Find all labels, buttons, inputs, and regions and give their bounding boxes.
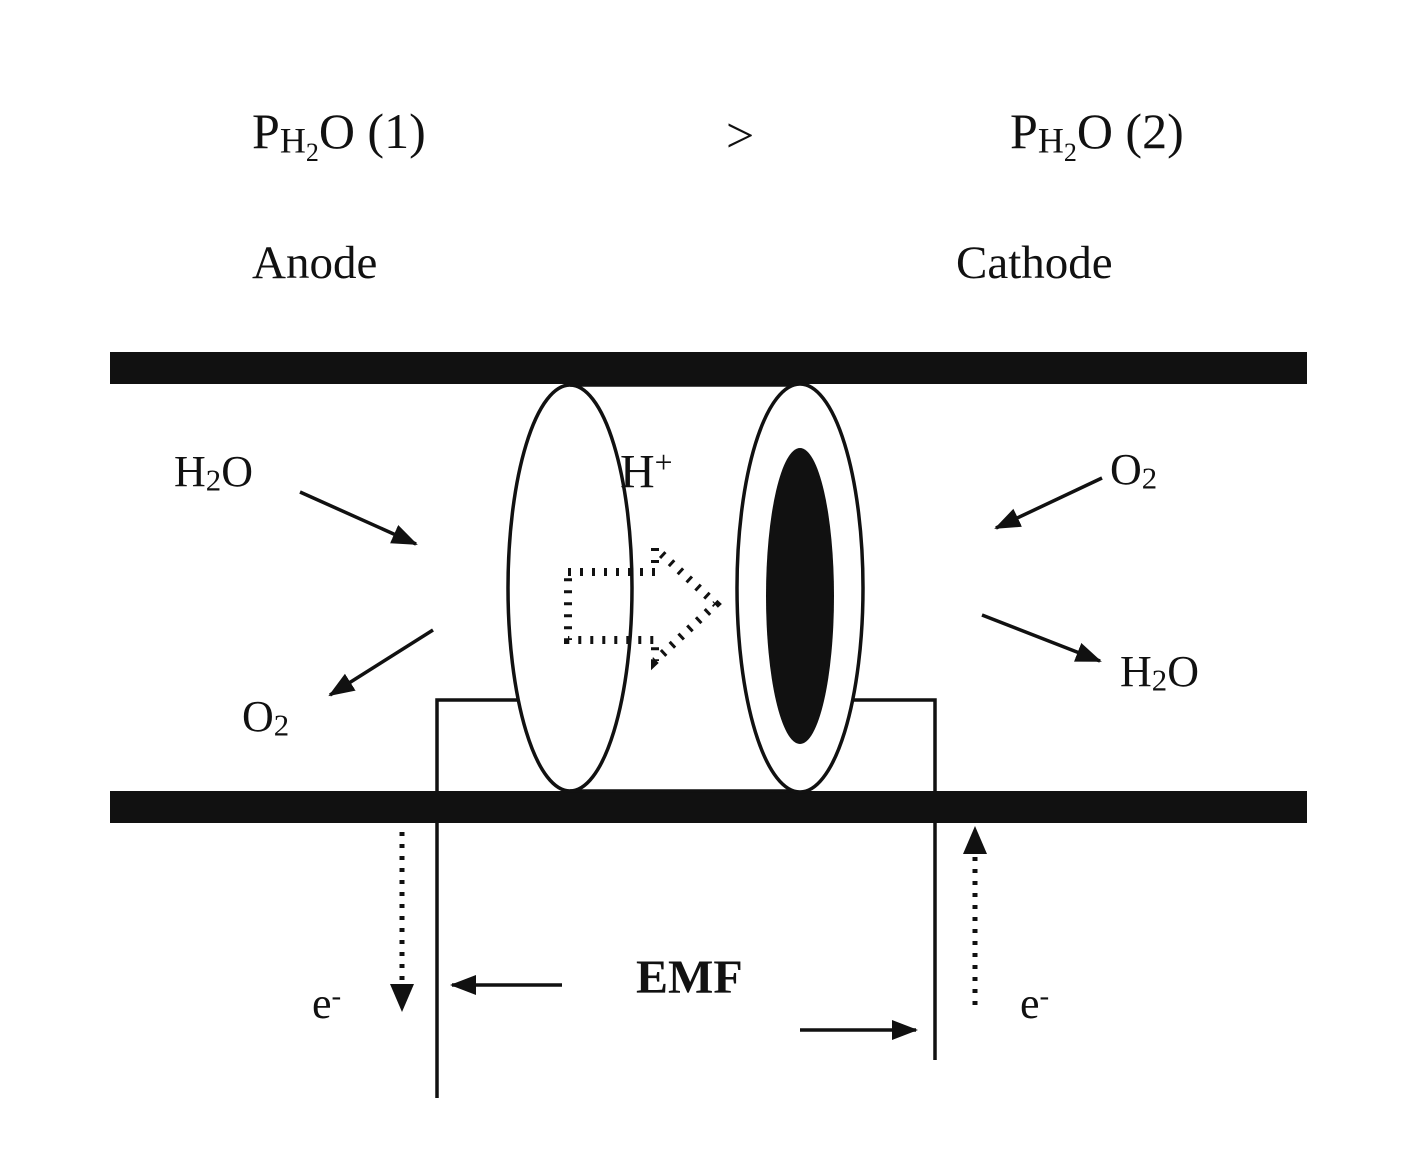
pressure-left-rest: O (1): [318, 103, 426, 159]
emf-text: EMF: [636, 951, 743, 1004]
pressure-right-rest: O (2): [1076, 103, 1184, 159]
proton-h: H: [620, 445, 655, 499]
electron-left-charge: -: [331, 979, 342, 1012]
anode-label: Anode: [252, 237, 378, 290]
h2o-left-arrow-icon: [299, 490, 418, 546]
pressure-left-label: PH2O (1): [252, 104, 426, 168]
electrolyte-cylinder-bore: [766, 448, 834, 744]
proton-charge: +: [654, 445, 673, 480]
o2-right-o: O: [1110, 445, 1142, 494]
h2o-left-label: H2O: [174, 447, 253, 498]
electron-right-label: e-: [1020, 979, 1050, 1028]
electron-right-charge: -: [1039, 979, 1050, 1012]
pressure-left-sub2: 2: [305, 138, 319, 167]
pressure-relation-sign: >: [726, 108, 754, 163]
o2-right-sub: 2: [1141, 461, 1158, 496]
proton-flux-arrow-icon: [564, 538, 722, 671]
electron-left-e: e: [312, 979, 332, 1028]
h2o-right-o: O: [1167, 647, 1199, 696]
o2-left-arrow-icon: [328, 628, 434, 697]
electron-left-label: e-: [312, 979, 342, 1028]
pressure-left-symbol: P: [252, 103, 280, 159]
electron-flow-down-arrowhead-icon: [390, 984, 414, 1012]
bottom-electrode-bar: [110, 791, 1307, 823]
o2-right-label: O2: [1110, 445, 1158, 496]
h2o-right-h: H: [1120, 647, 1152, 696]
o2-left-label: O2: [242, 692, 290, 743]
h2o-left-h: H: [174, 447, 206, 496]
proton-label: H+: [620, 445, 673, 499]
h2o-right-sub: 2: [1151, 663, 1168, 698]
pressure-left-h: H: [279, 120, 306, 161]
electrolyte-cylinder-back-face: [506, 383, 634, 793]
h2o-right-arrow-icon: [981, 613, 1102, 663]
h2o-right-label: H2O: [1120, 647, 1199, 698]
electron-right-e: e: [1020, 979, 1040, 1028]
o2-left-o: O: [242, 692, 274, 741]
pressure-right-h: H: [1037, 120, 1064, 161]
o2-right-arrow-icon: [994, 476, 1103, 530]
electron-flow-up-arrowhead-icon: [963, 826, 987, 854]
cathode-text: Cathode: [956, 237, 1113, 289]
cathode-label: Cathode: [956, 237, 1113, 290]
pressure-right-symbol: P: [1010, 103, 1038, 159]
anode-text: Anode: [252, 237, 378, 289]
emf-label: EMF: [636, 951, 743, 1005]
pressure-right-sub2: 2: [1063, 138, 1077, 167]
greater-than-sign: >: [726, 107, 755, 163]
h2o-left-o: O: [221, 447, 253, 496]
pressure-right-label: PH2O (2): [1010, 104, 1184, 168]
o2-left-sub: 2: [273, 708, 290, 743]
top-electrode-bar: [110, 352, 1307, 384]
h2o-left-sub: 2: [205, 463, 222, 498]
